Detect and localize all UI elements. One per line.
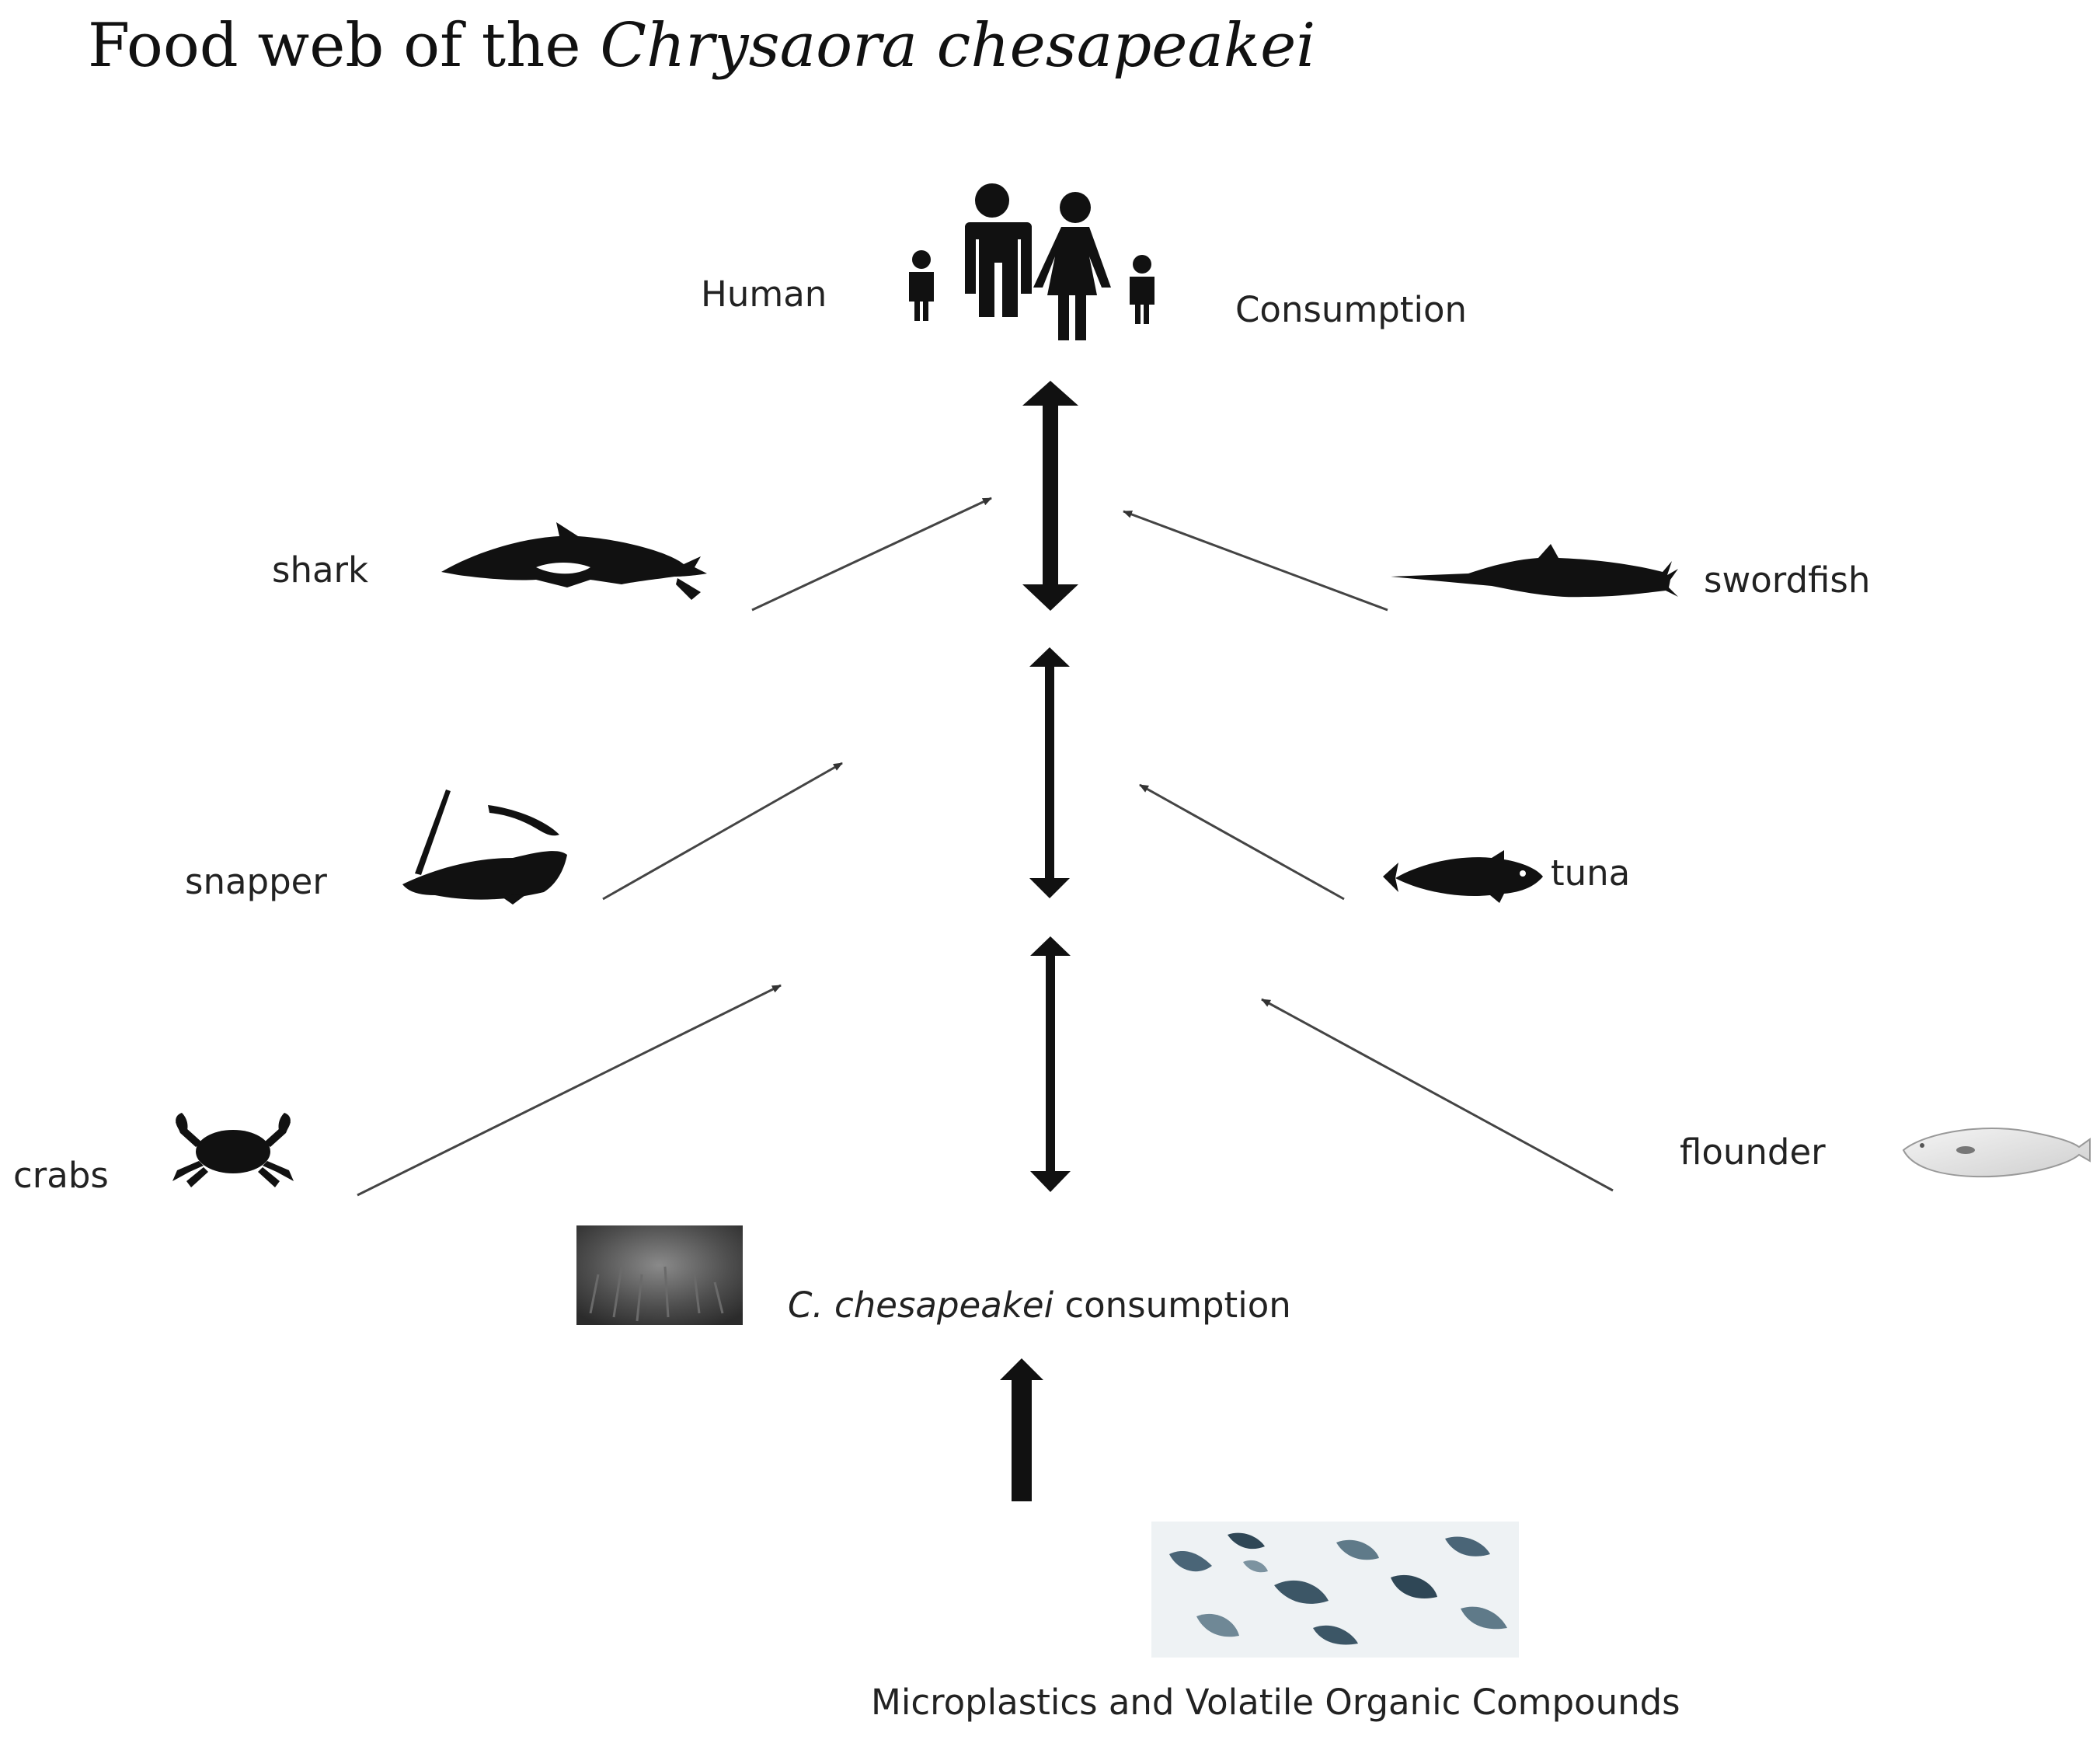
jellyfish-photo (576, 1225, 743, 1325)
thin-arrows (357, 497, 1614, 1197)
title-main: Food web of the (88, 11, 581, 81)
flounder-label: flounder (1680, 1131, 1826, 1173)
chesapeakei-species: C. chesapeakei (788, 1285, 1054, 1326)
people-icon (909, 183, 1154, 340)
human-label: Human (701, 274, 827, 315)
shark-arrow (751, 497, 992, 612)
consumption-label: Consumption (1235, 289, 1468, 330)
crabs-arrow (357, 984, 782, 1197)
tuna-arrow (1139, 783, 1345, 901)
central-arrow-bottom (1030, 936, 1071, 1192)
swordfish-arrow (1123, 510, 1388, 612)
snapper-icon (402, 790, 567, 905)
crab-icon (172, 1113, 294, 1187)
central-arrow-middle (1029, 647, 1070, 898)
central-arrow-top (1022, 381, 1078, 611)
shark-label: shark (272, 549, 369, 591)
swordfish-icon (1391, 544, 1678, 598)
snapper-arrow (602, 762, 843, 901)
tuna-label: tuna (1551, 852, 1631, 894)
shark-icon (441, 522, 707, 600)
title-species: Chrysaora chesapeakei (600, 11, 1316, 81)
pollutants-label: Microplastics and Volatile Organic Compo… (871, 1682, 1680, 1723)
flounder-arrow (1261, 998, 1614, 1192)
diagram-title: Food web of the Chrysaora chesapeakei (88, 11, 1315, 81)
chesapeakei-consumption-word: consumption (1064, 1285, 1291, 1326)
snapper-label: snapper (185, 861, 327, 902)
microplastics-photo (1151, 1522, 1519, 1658)
tuna-icon (1383, 850, 1543, 903)
flounder-icon (1902, 1128, 2091, 1178)
pollutant-arrow (1000, 1358, 1043, 1501)
chesapeakei-consumption-label: C. chesapeakei consumption (788, 1285, 1291, 1326)
crabs-label: crabs (13, 1155, 109, 1196)
swordfish-label: swordfish (1704, 560, 1871, 601)
